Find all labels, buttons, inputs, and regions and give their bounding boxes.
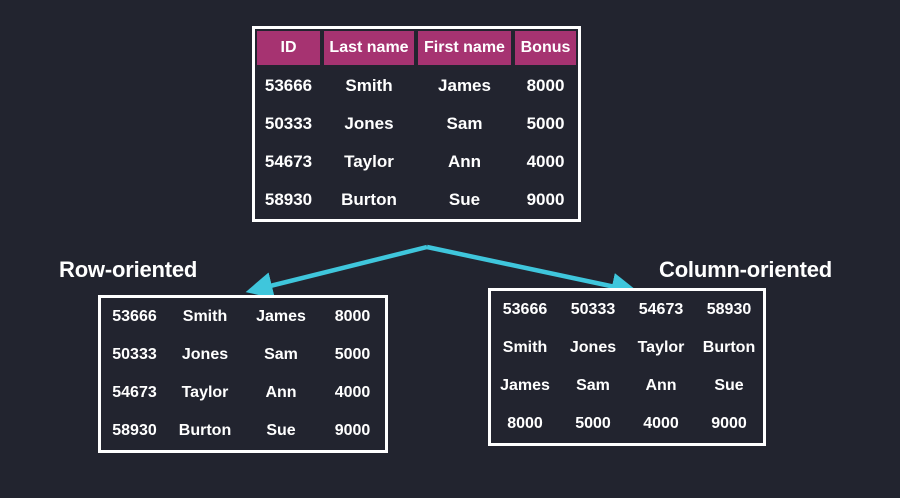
cell: Ann: [627, 367, 695, 405]
row-oriented-table: 53666 Smith James 8000 50333 Jones Sam 5…: [98, 295, 388, 453]
cell: 54673: [255, 143, 322, 181]
cell: 9000: [695, 405, 763, 443]
source-table: ID Last name First name Bonus 53666 Smit…: [252, 26, 581, 222]
column-header-first-name: First name: [416, 29, 513, 67]
cell: 5000: [320, 336, 385, 374]
cell: 5000: [513, 105, 578, 143]
cell: 9000: [513, 181, 578, 219]
cell: 54673: [627, 291, 695, 329]
table-row: 8000 5000 4000 9000: [491, 405, 763, 443]
column-header-bonus: Bonus: [513, 29, 578, 67]
cell: 5000: [559, 405, 627, 443]
cell: Burton: [168, 412, 242, 450]
cell: 54673: [101, 374, 168, 412]
column-header-last-name: Last name: [322, 29, 416, 67]
cell: Burton: [695, 329, 763, 367]
cell: Jones: [322, 105, 416, 143]
arrow-to-row-oriented: [245, 244, 428, 299]
cell: 53666: [491, 291, 559, 329]
table-row: 53666 Smith James 8000: [101, 298, 385, 336]
column-header-id: ID: [255, 29, 322, 67]
cell: James: [242, 298, 320, 336]
arrow-to-column-oriented: [426, 244, 639, 300]
cell: 50333: [559, 291, 627, 329]
cell: Smith: [322, 67, 416, 105]
cell: 4000: [627, 405, 695, 443]
table-row: 58930 Burton Sue 9000: [101, 412, 385, 450]
row-oriented-title: Row-oriented: [59, 257, 198, 282]
cell: Jones: [168, 336, 242, 374]
table-row: 50333 Jones Sam 5000: [101, 336, 385, 374]
cell: 4000: [513, 143, 578, 181]
table-row: 54673 Taylor Ann 4000: [255, 143, 578, 181]
cell: Sue: [416, 181, 513, 219]
cell: Sam: [416, 105, 513, 143]
cell: 50333: [101, 336, 168, 374]
cell: 8000: [320, 298, 385, 336]
table-row: 53666 50333 54673 58930: [491, 291, 763, 329]
table-row: 53666 Smith James 8000: [255, 67, 578, 105]
table-row: James Sam Ann Sue: [491, 367, 763, 405]
cell: Taylor: [627, 329, 695, 367]
cell: 4000: [320, 374, 385, 412]
cell: Taylor: [168, 374, 242, 412]
cell: 53666: [101, 298, 168, 336]
table-row: Smith Jones Taylor Burton: [491, 329, 763, 367]
cell: Ann: [416, 143, 513, 181]
cell: 50333: [255, 105, 322, 143]
table-row: 58930 Burton Sue 9000: [255, 181, 578, 219]
cell: Sam: [559, 367, 627, 405]
cell: Sam: [242, 336, 320, 374]
cell: 8000: [491, 405, 559, 443]
cell: Smith: [491, 329, 559, 367]
cell: Burton: [322, 181, 416, 219]
cell: Sue: [242, 412, 320, 450]
cell: 58930: [255, 181, 322, 219]
table-row: 54673 Taylor Ann 4000: [101, 374, 385, 412]
cell: 8000: [513, 67, 578, 105]
cell: James: [491, 367, 559, 405]
table-header-row: ID Last name First name Bonus: [255, 29, 578, 67]
column-oriented-table: 53666 50333 54673 58930 Smith Jones Tayl…: [488, 288, 766, 446]
cell: 53666: [255, 67, 322, 105]
cell: James: [416, 67, 513, 105]
cell: 9000: [320, 412, 385, 450]
table-row: 50333 Jones Sam 5000: [255, 105, 578, 143]
cell: 58930: [695, 291, 763, 329]
cell: 58930: [101, 412, 168, 450]
cell: Taylor: [322, 143, 416, 181]
column-oriented-title: Column-oriented: [659, 257, 832, 282]
cell: Jones: [559, 329, 627, 367]
cell: Sue: [695, 367, 763, 405]
cell: Smith: [168, 298, 242, 336]
cell: Ann: [242, 374, 320, 412]
